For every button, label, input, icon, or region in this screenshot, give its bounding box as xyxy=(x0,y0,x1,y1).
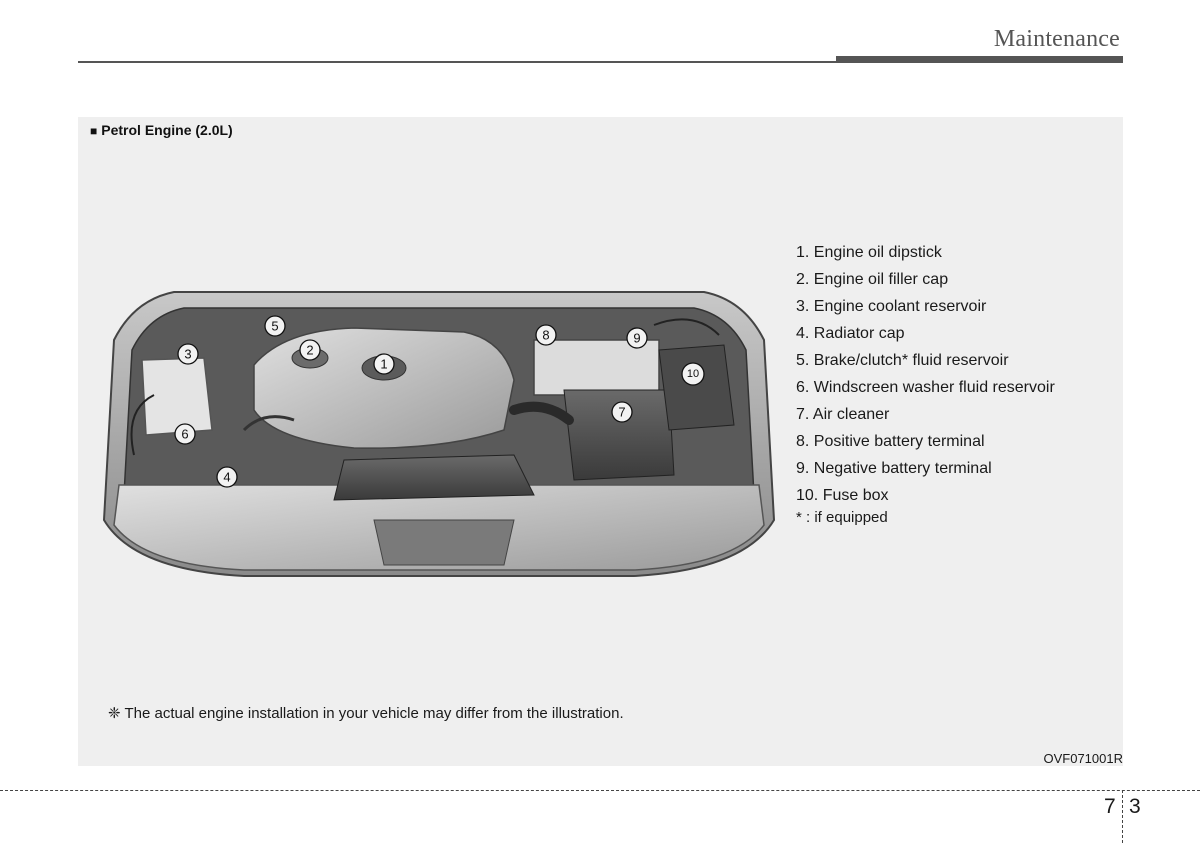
legend-item: 4. Radiator cap xyxy=(796,325,905,342)
header-rule-accent xyxy=(836,56,1123,63)
figure-panel: ■Petrol Engine (2.0L) xyxy=(78,117,1123,766)
callout-9-marker: 9 xyxy=(626,327,648,349)
legend-item: 10. Fuse box xyxy=(796,487,889,504)
legend-item: 6. Windscreen washer fluid reservoir xyxy=(796,379,1055,396)
legend-footnote: * : if equipped xyxy=(796,509,888,526)
callout-7-label: 7 xyxy=(618,405,625,420)
legend-item: 8. Positive battery terminal xyxy=(796,433,985,450)
callout-3-label: 3 xyxy=(184,347,191,362)
section-title: ■Petrol Engine (2.0L) xyxy=(90,122,233,138)
callout-6-marker: 6 xyxy=(174,423,196,445)
component-legend: 1. Engine oil dipstick 2. Engine oil fil… xyxy=(796,243,1055,526)
section-title-text: Petrol Engine (2.0L) xyxy=(101,122,233,138)
page-header-title: Maintenance xyxy=(993,26,1120,52)
callout-5-label: 5 xyxy=(271,319,278,334)
callout-3-marker: 3 xyxy=(177,343,199,365)
legend-item: 7. Air cleaner xyxy=(796,406,890,423)
callout-4-marker: 4 xyxy=(216,466,238,488)
legend-item: 1. Engine oil dipstick xyxy=(796,244,942,261)
callout-1-label: 1 xyxy=(380,357,387,372)
header-rule xyxy=(78,61,838,63)
callout-4-label: 4 xyxy=(223,470,230,485)
engine-bay-illustration: 1 2 3 4 5 6 7 8 9 10 xyxy=(102,291,776,577)
callout-6-label: 6 xyxy=(181,427,188,442)
callout-1-marker: 1 xyxy=(373,353,395,375)
legend-item: 9. Negative battery terminal xyxy=(796,460,992,477)
callout-8-marker: 8 xyxy=(535,324,557,346)
callout-8-label: 8 xyxy=(542,328,549,343)
figure-code: OVF071001R xyxy=(1043,751,1124,766)
callout-9-label: 9 xyxy=(633,331,640,346)
callout-10-marker: 10 xyxy=(681,362,705,386)
legend-item: 5. Brake/clutch* fluid reservoir xyxy=(796,352,1009,369)
footer-divider xyxy=(0,790,1200,791)
callout-5-marker: 5 xyxy=(264,315,286,337)
chapter-number: 7 xyxy=(1104,795,1116,818)
callout-2-label: 2 xyxy=(306,343,313,358)
legend-item: 3. Engine coolant reservoir xyxy=(796,298,987,315)
callout-7-marker: 7 xyxy=(611,401,633,423)
illustration-disclaimer: ❈ The actual engine installation in your… xyxy=(108,705,624,722)
square-bullet-icon: ■ xyxy=(90,124,98,138)
callout-10-label: 10 xyxy=(687,368,699,380)
page-number-divider xyxy=(1122,790,1123,843)
page-number: 3 xyxy=(1129,795,1141,818)
legend-item: 2. Engine oil filler cap xyxy=(796,271,949,288)
callout-2-marker: 2 xyxy=(299,339,321,361)
